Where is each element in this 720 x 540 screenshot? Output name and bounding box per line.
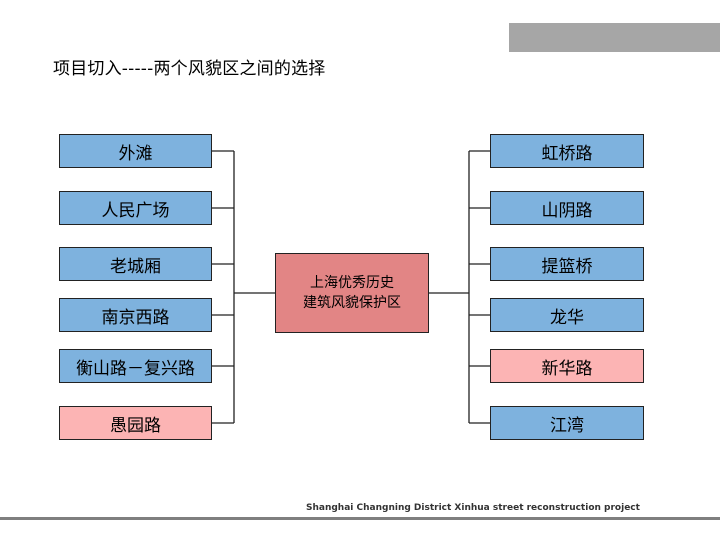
right-node: 江湾 [490,406,644,440]
left-node: 南京西路 [59,298,212,332]
left-node: 老城厢 [59,247,212,281]
footer-divider [0,517,720,520]
node-label: 提篮桥 [541,256,593,277]
node-label: 南京西路 [101,307,170,328]
header-accent-bar [509,23,720,52]
right-node: 龙华 [490,298,644,332]
node-label: 虹桥路 [541,143,593,164]
node-label: 人民广场 [101,200,170,221]
left-node: 衡山路－复兴路 [59,349,212,383]
center-node-line1: 上海优秀历史 [310,275,394,291]
left-node: 外滩 [59,134,212,168]
right-node: 虹桥路 [490,134,644,168]
node-label: 新华路 [541,358,593,379]
left-node: 愚园路 [59,406,212,440]
node-label: 老城厢 [110,256,161,277]
center-node-line2: 建筑风貌保护区 [303,295,401,311]
page-title: 项目切入-----两个风貌区之间的选择 [53,59,326,79]
node-label: 江湾 [550,415,584,436]
node-label: 山阴路 [541,200,593,221]
center-node: 上海优秀历史 建筑风貌保护区 [275,253,429,333]
left-node: 人民广场 [59,191,212,225]
right-node: 山阴路 [490,191,644,225]
right-node: 提篮桥 [490,247,644,281]
footer-project-name: Shanghai Changning District Xinhua stree… [306,503,640,513]
node-label: 愚园路 [110,415,161,436]
node-label: 外滩 [118,143,153,164]
node-label: 衡山路－复兴路 [76,358,195,379]
right-node: 新华路 [490,349,644,383]
node-label: 龙华 [550,307,584,328]
